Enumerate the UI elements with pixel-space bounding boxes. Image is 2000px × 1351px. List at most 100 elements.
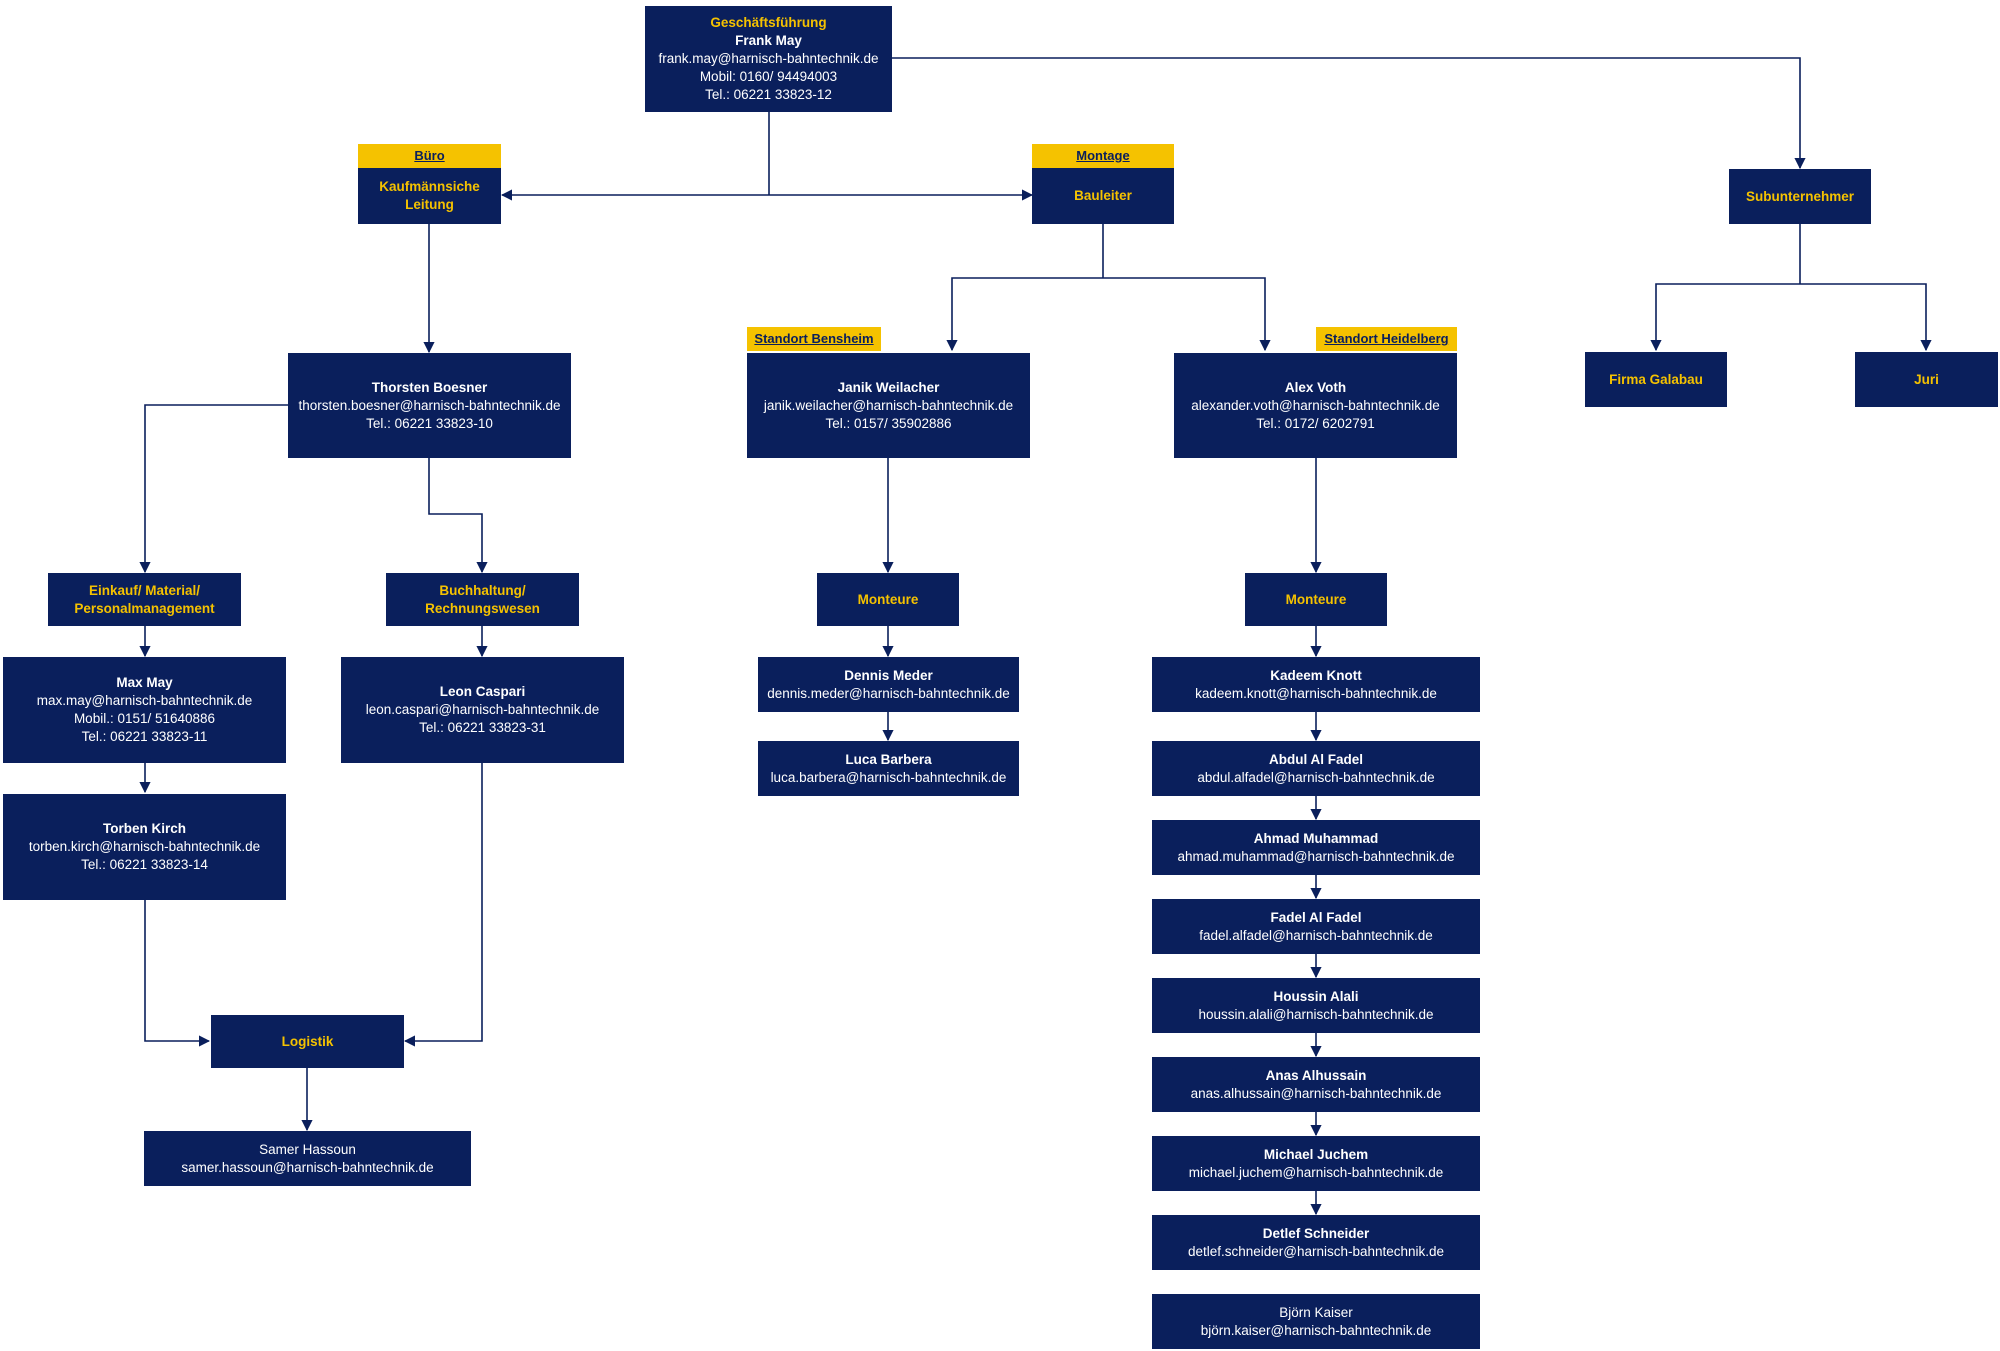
email: luca.barbera@harnisch-bahntechnik.de	[770, 769, 1007, 785]
node-alex-voth: Alex Voth alexander.voth@harnisch-bahnte…	[1174, 353, 1457, 458]
connector-sub-galabau	[1650, 283, 1800, 352]
person-name: Dennis Meder	[844, 667, 933, 683]
label: Monteure	[857, 591, 919, 607]
node-luca-barbera: Luca Barbera luca.barbera@harnisch-bahnt…	[758, 741, 1019, 796]
email: max.may@harnisch-bahntechnik.de	[36, 693, 253, 708]
node-kaufmaennische-leitung: Kaufmännsiche Leitung	[358, 168, 501, 224]
person-name: Björn Kaiser	[1279, 1304, 1353, 1320]
node-geschaeftsfuehrung: Geschäftsführung Frank May frank.may@har…	[645, 6, 892, 112]
email: houssin.alali@harnisch-bahntechnik.de	[1198, 1006, 1434, 1022]
label: Bauleiter	[1074, 188, 1132, 203]
person-name: Thorsten Boesner	[371, 379, 488, 395]
node-torben-kirch: Torben Kirch torben.kirch@harnisch-bahnt…	[3, 794, 286, 900]
phone: Tel.: 06221 33823-12	[705, 87, 832, 102]
email: thorsten.boesner@harnisch-bahntechnik.de	[298, 397, 561, 413]
connector-sub-juri	[1800, 283, 1932, 352]
node-subunternehmer: Subunternehmer	[1729, 169, 1871, 224]
node-bauleiter: Bauleiter	[1032, 168, 1174, 224]
email: michael.juchem@harnisch-bahntechnik.de	[1188, 1164, 1444, 1180]
person-name: Alex Voth	[1284, 379, 1347, 395]
role-label: Geschäftsführung	[710, 15, 827, 30]
email: björn.kaiser@harnisch-bahntechnik.de	[1200, 1322, 1432, 1338]
label-line2: Personalmanagement	[74, 600, 215, 616]
connector-bau-weilacher	[946, 277, 1103, 352]
person-name: Michael Juchem	[1263, 1146, 1369, 1162]
phone: Tel.: 0172/ 6202791	[1256, 415, 1375, 431]
node-dennis-meder: Dennis Meder dennis.meder@harnisch-bahnt…	[758, 657, 1019, 712]
person-name: Ahmad Muhammad	[1253, 830, 1379, 846]
person-name: Samer Hassoun	[259, 1141, 356, 1157]
email: anas.alhussain@harnisch-bahntechnik.de	[1190, 1085, 1442, 1101]
label: Monteure	[1285, 591, 1347, 607]
email: kadeem.knott@harnisch-bahntechnik.de	[1195, 685, 1437, 701]
person-name: Kadeem Knott	[1270, 667, 1362, 683]
tag-standort-bensheim: Standort Bensheim	[747, 327, 881, 351]
node-samer-hassoun: Samer Hassoun samer.hassoun@harnisch-bah…	[144, 1131, 471, 1186]
node-monteur: Fadel Al Fadel fadel.alfadel@harnisch-ba…	[1152, 899, 1480, 954]
email: ahmad.muhammad@harnisch-bahntechnik.de	[1177, 848, 1455, 864]
node-logistik: Logistik	[211, 1015, 404, 1068]
node-monteur: Kadeem Knott kadeem.knott@harnisch-bahnt…	[1152, 657, 1480, 712]
person-name: Leon Caspari	[439, 684, 526, 699]
person-name: Frank May	[735, 33, 802, 48]
node-monteur: Detlef Schneider detlef.schneider@harnis…	[1152, 1215, 1480, 1270]
node-janik-weilacher: Janik Weilacher janik.weilacher@harnisch…	[747, 353, 1030, 458]
email: frank.may@harnisch-bahntechnik.de	[658, 51, 879, 66]
email: samer.hassoun@harnisch-bahntechnik.de	[181, 1159, 434, 1175]
label: Juri	[1914, 371, 1939, 387]
connector-gf-sub	[892, 57, 1806, 170]
phone: Tel.: 06221 33823-31	[419, 720, 546, 735]
node-einkauf: Einkauf/ Material/ Personalmanagement	[48, 573, 241, 626]
label-line1: Einkauf/ Material/	[88, 582, 201, 598]
phone: Tel.: 06221 33823-10	[366, 415, 493, 431]
person-name: Anas Alhussain	[1265, 1067, 1367, 1083]
node-monteur: Abdul Al Fadel abdul.alfadel@harnisch-ba…	[1152, 741, 1480, 796]
label-line2: Leitung	[405, 197, 454, 212]
tag-montage: Montage	[1032, 144, 1174, 168]
label: Firma Galabau	[1609, 371, 1703, 387]
connector-boesner-einkauf	[139, 404, 288, 574]
node-monteure-heidelberg: Monteure	[1245, 573, 1387, 626]
email: abdul.alfadel@harnisch-bahntechnik.de	[1197, 769, 1435, 785]
node-monteur: Björn Kaiser björn.kaiser@harnisch-bahnt…	[1152, 1294, 1480, 1349]
node-monteur: Michael Juchem michael.juchem@harnisch-b…	[1152, 1136, 1480, 1191]
label-line1: Buchhaltung/	[439, 582, 526, 598]
person-name: Janik Weilacher	[837, 379, 940, 395]
connector-kirch-logistik	[144, 900, 211, 1047]
label: Subunternehmer	[1745, 188, 1854, 204]
person-name: Max May	[116, 675, 173, 690]
person-name: Detlef Schneider	[1262, 1225, 1370, 1241]
node-buchhaltung: Buchhaltung/ Rechnungswesen	[386, 573, 579, 626]
email: alexander.voth@harnisch-bahntechnik.de	[1191, 397, 1440, 413]
person-name: Houssin Alali	[1273, 988, 1359, 1004]
person-name: Fadel Al Fadel	[1270, 909, 1362, 925]
node-monteur: Houssin Alali houssin.alali@harnisch-bah…	[1152, 978, 1480, 1033]
person-name: Abdul Al Fadel	[1269, 751, 1363, 767]
node-firma-galabau: Firma Galabau	[1585, 352, 1727, 407]
node-monteur: Ahmad Muhammad ahmad.muhammad@harnisch-b…	[1152, 820, 1480, 875]
email: janik.weilacher@harnisch-bahntechnik.de	[763, 397, 1014, 413]
email: fadel.alfadel@harnisch-bahntechnik.de	[1199, 927, 1433, 943]
label-line1: Kaufmännsiche	[379, 179, 480, 194]
node-monteure-bensheim: Monteure	[817, 573, 959, 626]
mobile: Mobil.: 0151/ 51640886	[73, 711, 216, 726]
phone: Tel.: 06221 33823-14	[81, 857, 208, 872]
node-thorsten-boesner: Thorsten Boesner thorsten.boesner@harnis…	[288, 353, 571, 458]
label: Logistik	[281, 1033, 334, 1049]
connector-bau-voth	[1103, 277, 1271, 352]
connector-boesner-buchhaltung	[428, 458, 488, 574]
tag-standort-heidelberg: Standort Heidelberg	[1316, 327, 1457, 351]
node-max-may: Max May max.may@harnisch-bahntechnik.de …	[3, 657, 286, 763]
email: detlef.schneider@harnisch-bahntechnik.de	[1187, 1243, 1445, 1259]
tag-buero: Büro	[358, 144, 501, 168]
email: dennis.meder@harnisch-bahntechnik.de	[767, 685, 1010, 701]
node-leon-caspari: Leon Caspari leon.caspari@harnisch-bahnt…	[341, 657, 624, 763]
label-line2: Rechnungswesen	[425, 600, 540, 616]
phone: Tel.: 0157/ 35902886	[825, 415, 952, 431]
email: leon.caspari@harnisch-bahntechnik.de	[365, 702, 600, 717]
mobile: Mobil: 0160/ 94494003	[699, 69, 838, 84]
person-name: Torben Kirch	[102, 821, 186, 836]
person-name: Luca Barbera	[845, 751, 932, 767]
phone: Tel.: 06221 33823-11	[81, 729, 208, 744]
